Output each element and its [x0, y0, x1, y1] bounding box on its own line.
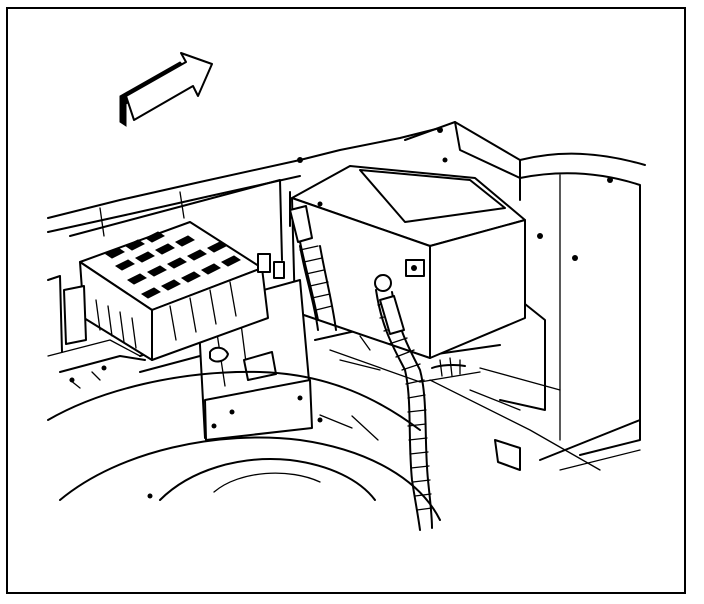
battery	[291, 157, 526, 359]
wheel-well	[47, 370, 441, 521]
left-inner-fender	[47, 275, 146, 389]
positive-cable	[289, 205, 337, 331]
direction-arrow	[119, 52, 213, 127]
fuse-relay-block	[79, 221, 285, 361]
fender-panel	[69, 179, 641, 471]
negative-cable	[374, 274, 466, 531]
